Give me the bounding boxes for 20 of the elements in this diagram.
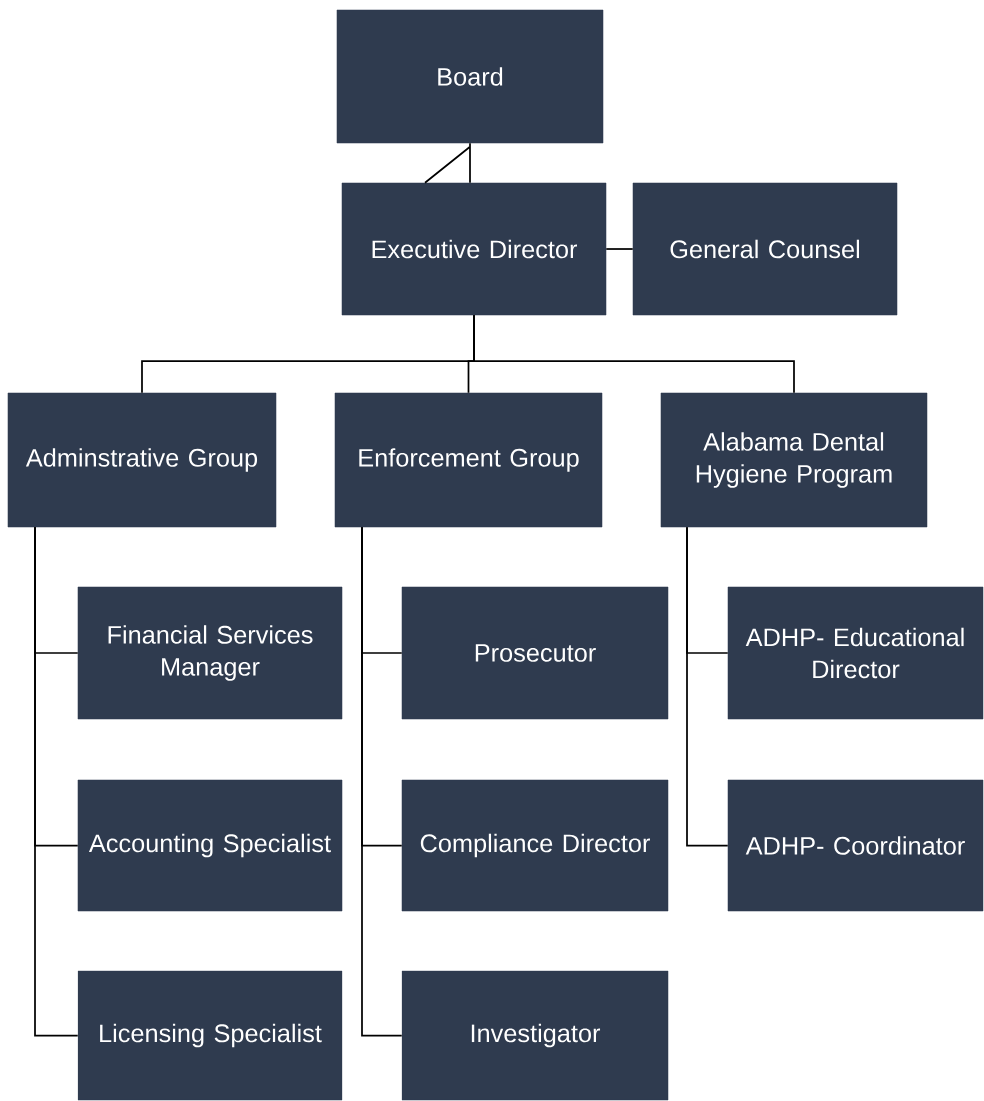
connector-line <box>361 526 403 1037</box>
org-box: Executive Director <box>341 182 607 316</box>
org-box: Board <box>336 9 604 144</box>
org-box: General Counsel <box>632 182 898 316</box>
connector-line <box>686 526 729 847</box>
org-box: Financial Services Manager <box>77 586 343 720</box>
org-box: Compliance Director <box>401 779 669 912</box>
org-box: Prosecutor <box>401 586 669 720</box>
connector-line <box>473 314 795 394</box>
connector-line <box>34 526 79 1037</box>
org-box: ADHP- Coordinator <box>727 779 984 912</box>
org-box: Accounting Specialist <box>77 779 343 912</box>
org-box: Enforcement Group <box>334 392 603 528</box>
connector-line <box>424 142 471 184</box>
org-box: Investigator <box>401 970 669 1101</box>
org-box: ADHP- Educational Director <box>727 586 984 720</box>
org-box: Licensing Specialist <box>77 970 343 1101</box>
org-box: Adminstrative Group <box>7 392 277 528</box>
org-box: Alabama Dental Hygiene Program <box>660 392 928 528</box>
connector-line <box>605 248 634 250</box>
